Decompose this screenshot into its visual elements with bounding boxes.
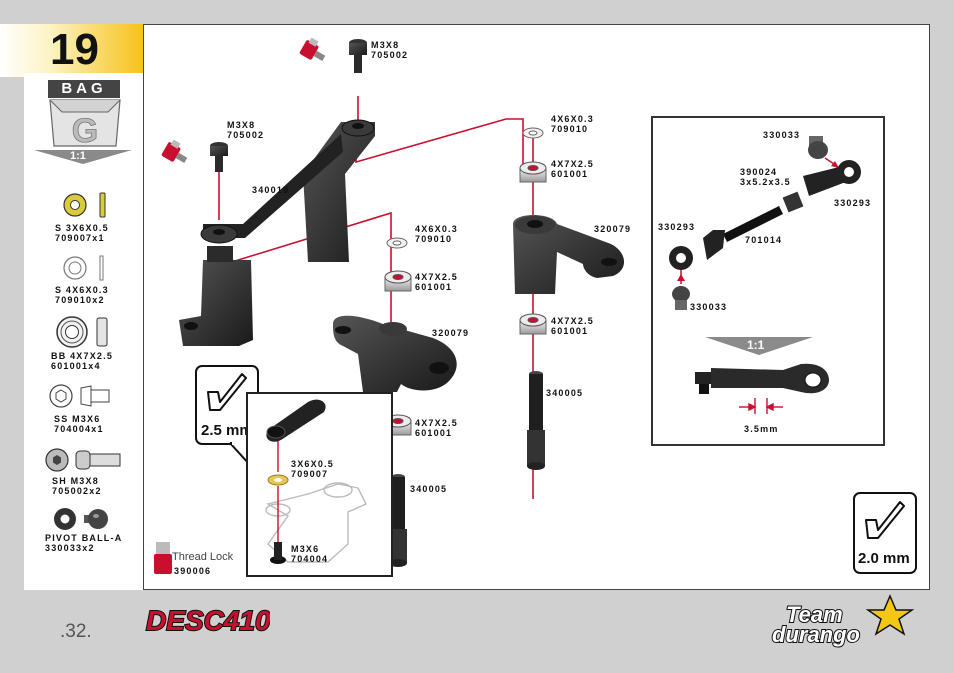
screw-m3x8-left [210,142,228,172]
bag-letter: G [72,112,98,150]
scale-banner [34,150,132,164]
thread-lock-part: 390006 [174,566,212,576]
inset-end-right: 330293 [834,198,872,208]
measure-arrows [739,398,783,414]
pivot-ball-bottom [672,286,690,310]
step-header [0,24,143,77]
page-number: .32. [60,621,92,642]
set-screw-icon [49,384,110,408]
thread-lock-bottle [154,542,172,574]
callout-bellcrank-left: 320079 [432,328,470,338]
thread-lock-bottle-top [299,37,326,61]
callout-arm: 340019 [252,185,290,195]
hex-wrench-icon [207,373,247,411]
turnbuckle-drawing [669,136,861,414]
tool-callout-right [853,492,917,574]
inset-scale-label: 1:1 [747,338,765,352]
bearing-4x7-a [384,270,412,292]
bellcrank-320079-right [513,215,625,294]
inset-end-left: 330293 [658,222,696,232]
post-340005-right [527,371,545,470]
rod-end-left [669,230,725,270]
callout-post-left: 340005 [410,484,448,494]
team-logo-line2: durango [772,622,860,647]
steering-arm-340019 [179,119,375,346]
post-340005-left [389,474,407,567]
bag-icon: G [49,99,121,150]
washer-4x6-b [522,127,544,139]
rod-end-right [803,160,861,196]
washer-4x6-icon [63,255,104,281]
inset-scale-banner [705,337,813,355]
bag-label: BAG [48,80,120,98]
inset-rod-part: 701014 [745,235,783,245]
bearing-icon [56,316,108,348]
tool-size-left: 2.5 mm [201,422,253,439]
bearing-4x7-d [519,313,547,335]
inset-ball-bottom: 330033 [690,302,728,312]
hex-wrench-icon-right [865,501,905,539]
brand-text: DESC410 [146,605,270,636]
pivot-ball-top [808,136,828,159]
callout-post-right: 340005 [546,388,584,398]
washer-3x6-icon [63,192,106,218]
thread-lock-label: Thread Lock [172,551,234,563]
thread-lock-bottle-left [161,139,188,163]
inset-measure: 3.5mm [744,424,779,434]
screw-m3x8-top [349,39,367,73]
step-number: 19 [50,25,99,74]
scale-label: 1:1 [70,150,86,162]
rod-end-side-view [695,363,829,394]
washer-4x6-a [386,237,408,249]
bearing-4x7-c [519,161,547,183]
assembly-drawing [154,37,625,574]
desc410-logo: DESC410 [145,604,270,637]
team-durango-logo: Team durango [771,594,915,648]
team-logo-line1: Team [786,602,843,627]
detail-drawing [265,399,367,564]
bellcrank-320079-left [333,315,457,392]
callout-bellcrank-right: 320079 [594,224,632,234]
inset-ball-top: 330033 [763,130,801,140]
socket-screw-icon [45,448,121,472]
tool-size-right: 2.0 mm [858,550,910,567]
pivot-ball-icon [54,508,108,530]
